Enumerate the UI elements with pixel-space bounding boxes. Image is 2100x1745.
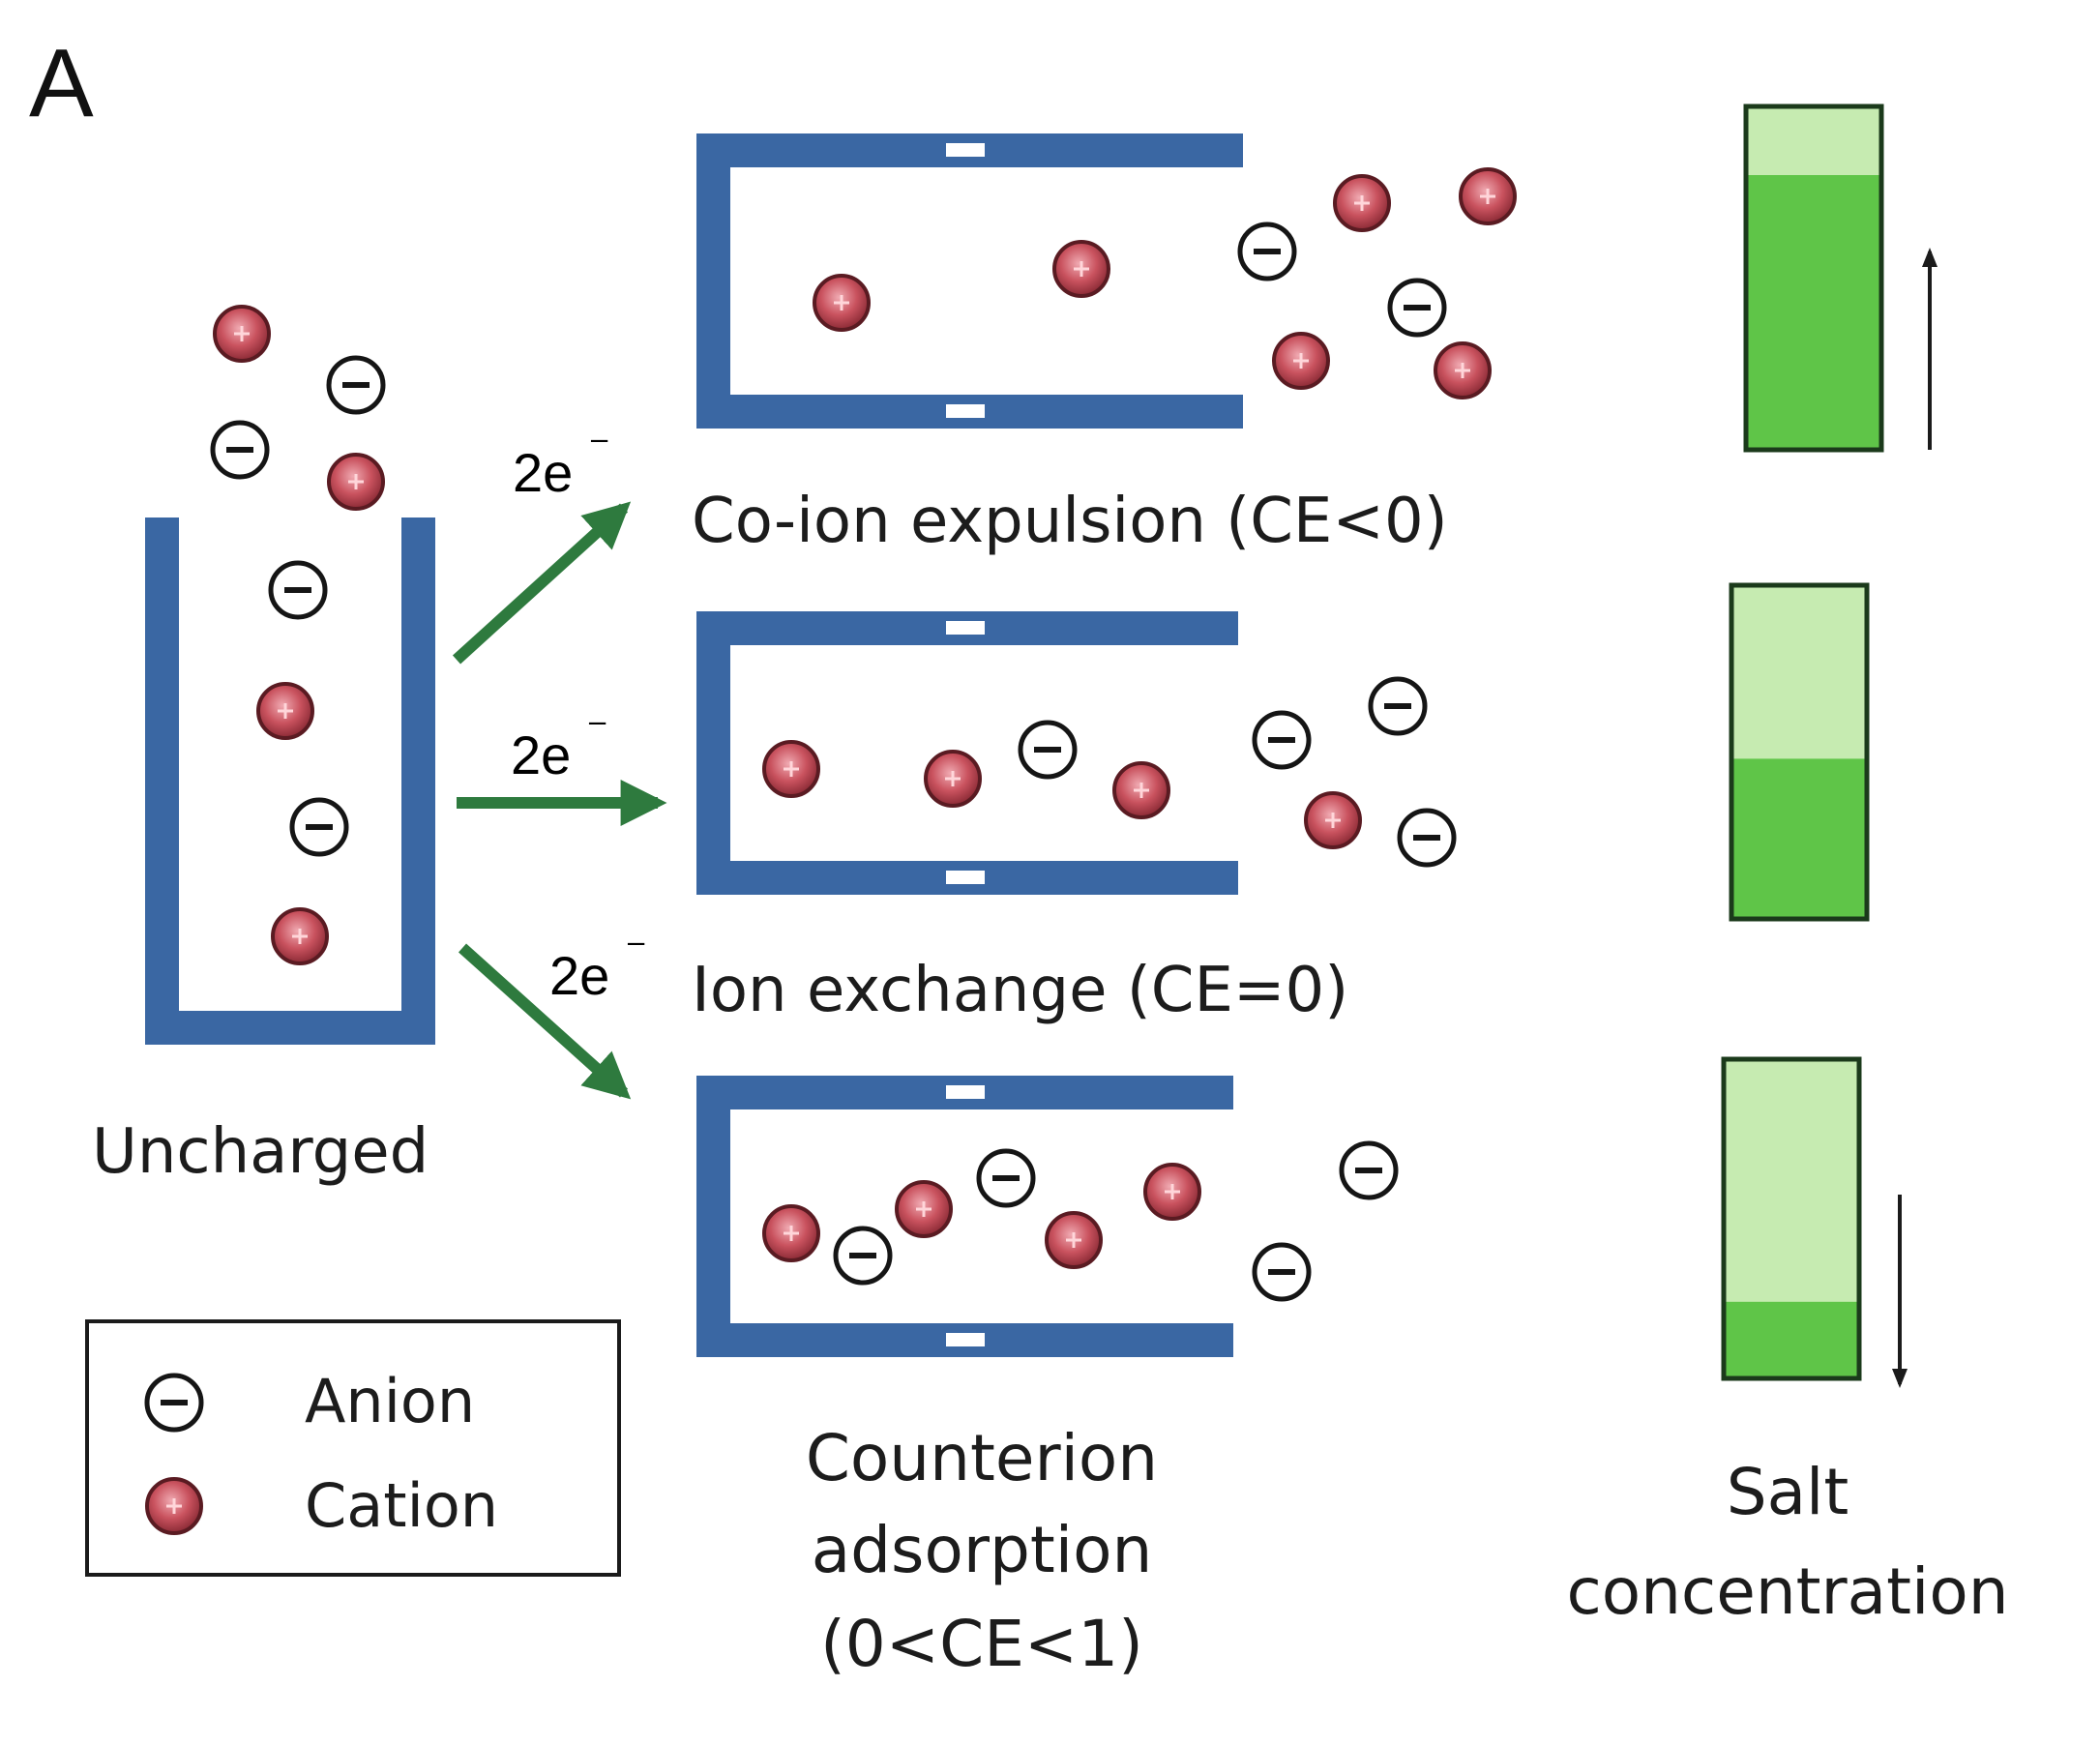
salt-bar-3 (1721, 1056, 1908, 1388)
anion-icon (1252, 1242, 1312, 1302)
cation-icon (1333, 174, 1391, 232)
cation-icon (762, 1204, 820, 1262)
cation-icon (213, 305, 271, 363)
cation-icon (1045, 1211, 1103, 1269)
anion-icon (1387, 278, 1447, 338)
uncharged-electrode (145, 518, 435, 1045)
salt-label: Salt concentration (1566, 1455, 2008, 1629)
cation-icon (1272, 332, 1330, 390)
cation-icon (813, 274, 871, 332)
svg-text:2e: 2e (549, 945, 609, 1006)
panel-label: A (29, 29, 94, 137)
svg-text:2e: 2e (513, 442, 573, 503)
co-ion-label: Co-ion expulsion (CE<0) (692, 486, 1448, 557)
cation-icon (1304, 791, 1362, 849)
salt-bar-fill-3 (1724, 1301, 1859, 1378)
electron-label-3: 2e ⁻ (549, 928, 647, 1006)
anion-icon (1339, 1140, 1399, 1200)
pore-electrode-counterion (696, 1076, 1233, 1357)
salt-label-line-1: Salt (1727, 1455, 1849, 1529)
ions-layer (210, 167, 1517, 1302)
pore-electrode-co-ion (696, 133, 1243, 429)
cation-icon (1459, 167, 1517, 225)
cation-icon (1052, 240, 1110, 298)
salt-bar-2 (1729, 582, 1870, 922)
anion-icon (1018, 720, 1078, 780)
cation-icon (1143, 1163, 1201, 1221)
cation-icon (924, 750, 982, 808)
counterion-label-line-3: (0<CE<1) (820, 1607, 1143, 1681)
arrow-to-co-ion (452, 501, 632, 665)
cation-icon (271, 907, 329, 965)
electron-label-2: 2e ⁻ (511, 707, 608, 785)
cation-icon (1434, 341, 1492, 399)
counterion-label-line-1: Counterion (806, 1421, 1158, 1495)
pore-electrode-ion-exchange (696, 611, 1238, 895)
counterion-label-line-2: adsorption (812, 1513, 1153, 1587)
electron-label-1: 2e ⁻ (513, 425, 610, 503)
svg-text:⁻: ⁻ (588, 425, 610, 472)
svg-text:⁻: ⁻ (586, 707, 608, 754)
arrow-to-counterion (458, 943, 632, 1100)
legend-cation-label: Cation (305, 1470, 498, 1541)
cation-icon (1112, 761, 1170, 819)
cation-icon (327, 453, 385, 511)
cation-icon (895, 1180, 953, 1238)
anion-icon (976, 1148, 1036, 1208)
cation-icon (256, 682, 314, 740)
cation-icon (762, 740, 820, 798)
salt-bar-1 (1743, 104, 1937, 453)
legend-cation-icon (145, 1477, 203, 1535)
anion-icon (289, 797, 349, 857)
salt-label-line-2: concentration (1566, 1554, 2008, 1629)
anion-icon (268, 560, 328, 620)
anion-icon (210, 420, 270, 480)
counterion-label: Counterion adsorption (0<CE<1) (806, 1421, 1158, 1681)
svg-text:2e: 2e (511, 725, 571, 785)
salt-bar-fill-1 (1746, 175, 1881, 450)
salt-bar-fill-2 (1731, 758, 1867, 919)
legend-anion-icon (144, 1373, 204, 1433)
ion-exchange-label: Ion exchange (CE=0) (692, 955, 1348, 1026)
legend-anion-label: Anion (305, 1366, 475, 1436)
anion-icon (1237, 222, 1297, 281)
anion-icon (1252, 710, 1312, 770)
legend: Anion Cation (85, 1319, 621, 1577)
svg-text:⁻: ⁻ (625, 928, 647, 975)
anion-icon (1368, 676, 1428, 736)
anion-icon (833, 1226, 893, 1286)
uncharged-label: Uncharged (92, 1116, 429, 1188)
anion-icon (326, 355, 386, 415)
salt-bars (1721, 104, 1937, 1388)
anion-icon (1397, 808, 1457, 868)
